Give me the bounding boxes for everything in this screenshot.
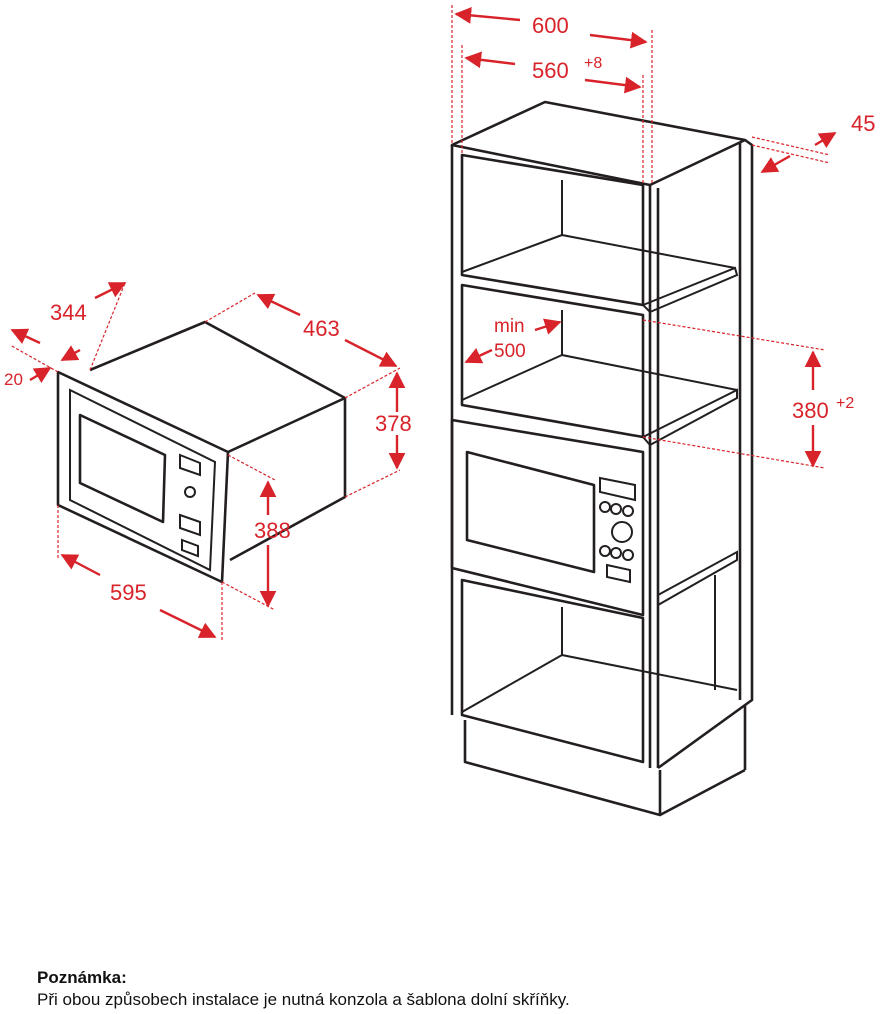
dim-side-offset: 45 xyxy=(851,111,875,136)
dim-appliance-front-height: 388 xyxy=(254,518,291,543)
microwave-drawing xyxy=(56,320,347,584)
dim-niche-width: 560 xyxy=(532,58,569,83)
dim-appliance-depth: 344 xyxy=(50,300,87,325)
installation-diagram: 344 463 20 378 388 595 xyxy=(4,5,875,817)
dim-appliance-body-width: 463 xyxy=(303,316,340,341)
dim-appliance-front-width: 595 xyxy=(110,580,147,605)
dim-frame-depth: 20 xyxy=(4,370,23,389)
note-text: Při obou způsobech instalace je nutná ko… xyxy=(37,990,570,1009)
dim-appliance-body-height: 378 xyxy=(375,411,412,436)
note: Poznámka: Při obou způsobech instalace j… xyxy=(37,967,570,1011)
dim-niche-height-tolerance: +2 xyxy=(836,395,854,412)
note-title: Poznámka: xyxy=(37,968,127,987)
dim-niche-height: 380 xyxy=(792,398,829,423)
dim-min-depth-label: min xyxy=(494,316,525,337)
dim-cabinet-width: 600 xyxy=(532,13,569,38)
cabinet-dimensions: 600 560 +8 45 min 500 380 +2 xyxy=(451,5,875,469)
cabinet-drawing xyxy=(450,100,754,817)
microwave-dimensions: 344 463 20 378 388 595 xyxy=(4,281,412,640)
dim-min-depth-value: 500 xyxy=(494,341,526,362)
dim-niche-width-tolerance: +8 xyxy=(584,55,602,72)
